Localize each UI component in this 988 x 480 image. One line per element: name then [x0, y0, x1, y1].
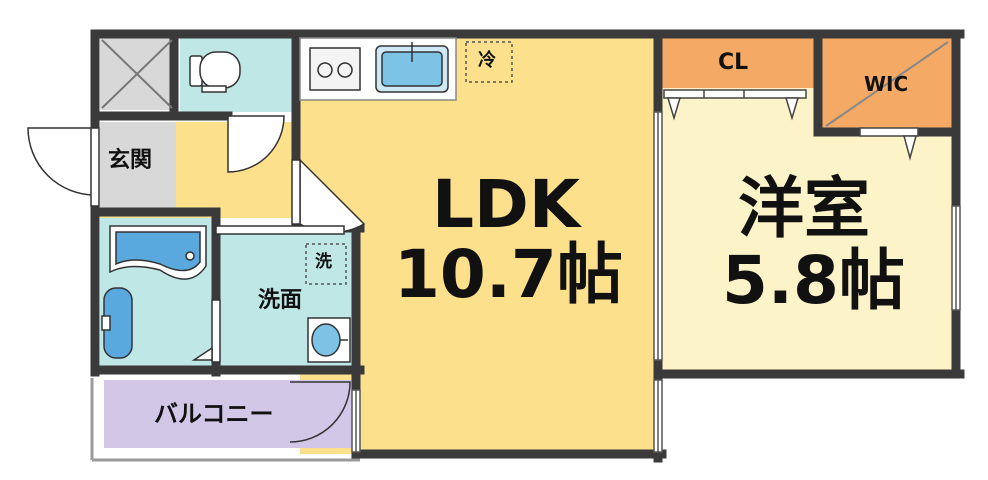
western-room-name: 洋室 [738, 170, 870, 247]
kitchen-counter [299, 37, 457, 101]
door-swing-icon [227, 115, 285, 173]
walk-in-closet-label: WIC [864, 72, 909, 96]
washroom-label: 洗面 [258, 288, 303, 313]
ldk-size: 10.7帖 [394, 236, 623, 313]
western-room-size: 5.8帖 [722, 242, 905, 319]
stove-icon [309, 47, 361, 91]
door-swing-icon [27, 127, 100, 207]
bath-wash-area [101, 287, 133, 359]
closet-floor [662, 38, 814, 88]
washer-label: 洗 [315, 252, 332, 272]
balcony-label: バルコニー [154, 400, 274, 428]
door-swing-icon [289, 381, 351, 443]
entrance-tile [100, 122, 176, 210]
closet-label: CL [718, 50, 749, 75]
wic-divider [825, 41, 949, 127]
balcony-floor [104, 380, 354, 448]
window-cross-icon [101, 39, 173, 109]
washbasin-icon [307, 317, 351, 363]
bath-door [211, 299, 221, 363]
ldk-name: LDK [432, 166, 580, 243]
windows [351, 111, 961, 453]
washer-icon [305, 243, 347, 285]
entrance-label: 玄関 [108, 148, 153, 173]
sink-icon [375, 42, 449, 93]
bathtub-icon [109, 225, 207, 280]
toilet-icon [189, 51, 241, 93]
closet-rail [663, 89, 807, 121]
washroom-door [215, 225, 345, 235]
fridge-label: 冷 [478, 50, 496, 71]
fridge-space [465, 41, 513, 83]
bath-door-marker [191, 346, 213, 361]
wic-door [859, 127, 919, 161]
